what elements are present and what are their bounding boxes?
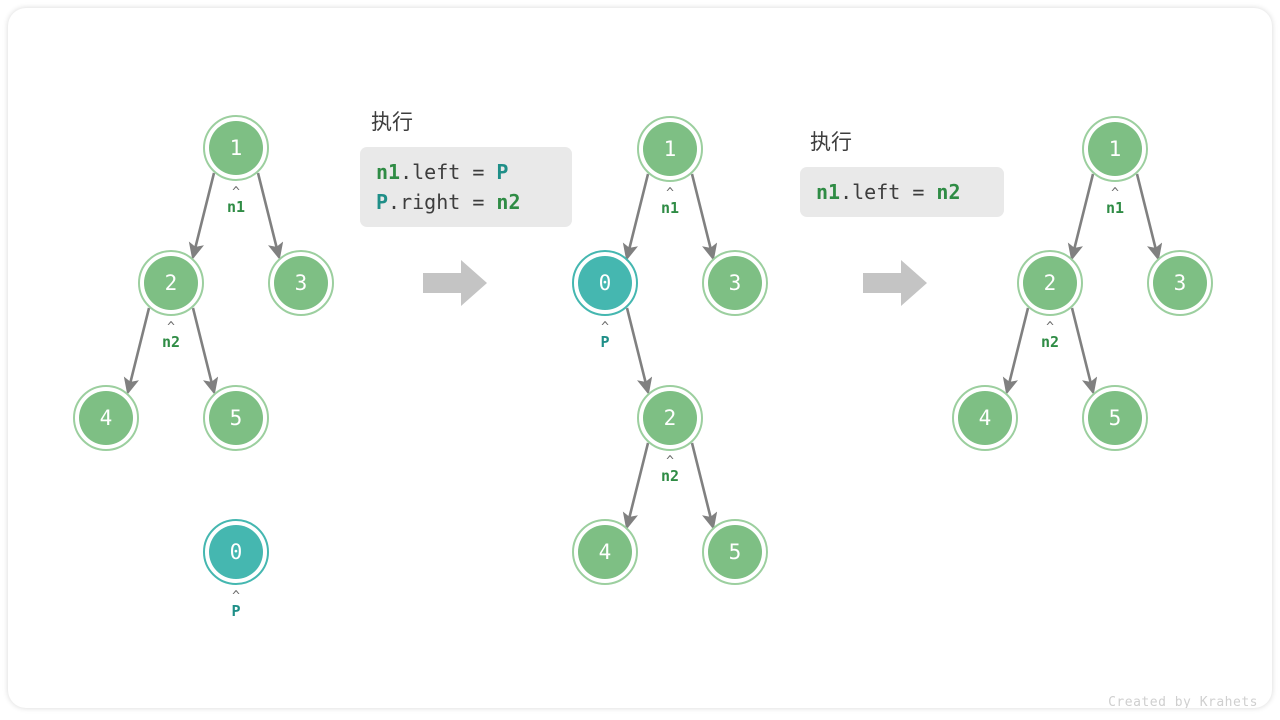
pointer-label-n1: ^ n1 [206,185,266,216]
caret-icon: ^ [232,589,240,604]
node-1: 1 [203,115,269,181]
pointer-label-n2: ^ n2 [1020,320,1080,351]
caret-icon: ^ [1046,320,1054,335]
node-value: 3 [1173,270,1187,295]
code-token-n1: n1 [816,180,841,204]
node-value: 4 [978,405,992,430]
code-line: n1.left = P [376,157,556,187]
pointer-name: n2 [1040,333,1060,351]
node-value: 1 [663,136,677,161]
code-token-n2: n2 [496,190,521,214]
code-token-op: .right = [388,190,497,214]
node-value: 0 [229,539,243,564]
node-value: 4 [99,405,113,430]
node-value: 2 [164,270,178,295]
node-3: 3 [702,250,768,316]
pointer-label-n1: ^ n1 [1085,186,1145,217]
step-arrow-1 [423,260,487,306]
node-2: 2 [138,250,204,316]
node-0-detached: 0 [203,519,269,585]
node-value: 2 [663,405,677,430]
code-token-p: P [496,160,509,184]
node-value: 3 [294,270,308,295]
step-arrow-2 [863,260,927,306]
node-3: 3 [1147,250,1213,316]
caret-icon: ^ [1111,186,1119,201]
node-value: 3 [728,270,742,295]
caret-icon: ^ [666,454,674,469]
pointer-label-n1: ^ n1 [640,186,700,217]
code-box-1: n1.left = P P.right = n2 [360,147,572,227]
code-token-op: .left = [840,180,937,204]
node-1: 1 [1082,116,1148,182]
node-5: 5 [1082,385,1148,451]
tree-edges [123,172,1163,530]
code-token-n1: n1 [376,160,401,184]
node-4: 4 [952,385,1018,451]
diagram-card: 1 2 3 4 5 0 ^ n1 ^ n2 ^ [8,8,1272,708]
pointer-name: n1 [226,198,246,216]
caret-icon: ^ [167,320,175,335]
credit-text: Created by Krahets [1108,695,1258,708]
node-0: 0 [572,250,638,316]
pointer-name: n1 [1105,199,1125,217]
exec-label-1: 执行 [371,111,413,134]
pointer-label-n2: ^ n2 [640,454,700,485]
node-4: 4 [572,519,638,585]
diagram-stage: 1 2 3 4 5 0 ^ n1 ^ n2 ^ [8,8,1272,708]
code-line: P.right = n2 [376,187,556,217]
node-5: 5 [203,385,269,451]
code-line: n1.left = n2 [816,177,988,207]
node-value: 2 [1043,270,1057,295]
node-2: 2 [1017,250,1083,316]
pointer-name: n2 [660,467,680,485]
node-value: 0 [598,270,612,295]
caret-icon: ^ [601,320,609,335]
node-2: 2 [637,385,703,451]
node-4: 4 [73,385,139,451]
node-value: 1 [1108,136,1122,161]
pointer-label-p: ^ P [206,589,266,620]
node-value: 5 [728,539,742,564]
pointer-name: P [600,333,610,351]
code-box-2: n1.left = n2 [800,167,1004,217]
node-value: 1 [229,135,243,160]
caret-icon: ^ [232,185,240,200]
code-token-n2: n2 [936,180,961,204]
caret-icon: ^ [666,186,674,201]
pointer-name: n1 [660,199,680,217]
pointer-label-n2: ^ n2 [141,320,201,351]
node-3: 3 [268,250,334,316]
node-value: 5 [229,405,243,430]
node-5: 5 [702,519,768,585]
pointer-label-p: ^ P [575,320,635,351]
node-1: 1 [637,116,703,182]
pointer-name: P [231,602,241,620]
code-token-p: P [376,190,389,214]
pointer-name: n2 [161,333,181,351]
node-value: 5 [1108,405,1122,430]
exec-label-2: 执行 [810,131,852,154]
code-token-op: .left = [400,160,497,184]
node-value: 4 [598,539,612,564]
